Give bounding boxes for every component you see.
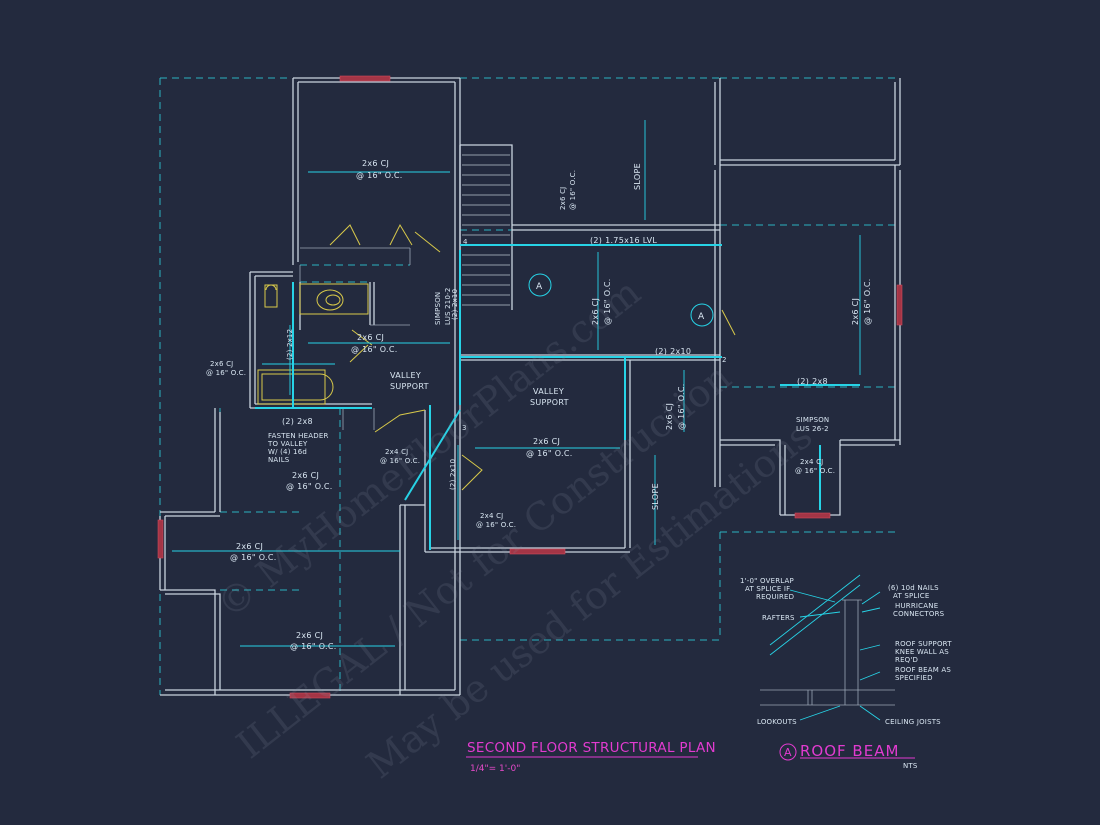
cj-hall2-2: @ 16" O.C. [351, 345, 398, 354]
cj-2x4-c2: @ 16" O.C. [795, 467, 835, 475]
callout-a-left: A [536, 282, 543, 292]
lookouts: LOOKOUTS [757, 718, 797, 726]
detail-letter: A [784, 746, 792, 759]
walls [159, 77, 901, 696]
hurricane-1: HURRICANE [895, 602, 938, 610]
simpson-right-1: SIMPSON [796, 416, 829, 424]
cj-mid-v-2: @ 16" O.C. [603, 278, 612, 325]
hdr-2x8-b: (2) 2x8 [797, 377, 828, 386]
plan-scale: 1/4"= 1'-0" [470, 764, 520, 774]
beams [255, 244, 860, 550]
cj-2x4-a1: 2x4 CJ [385, 448, 408, 456]
knee-3: REQ'D [895, 656, 918, 664]
cj-2x6-left-2: @ 16" O.C. [286, 482, 333, 491]
lvl-label: (2) 1.75x16 LVL [590, 236, 657, 245]
nails-2: AT SPLICE [893, 592, 930, 600]
valley-support-2b: SUPPORT [530, 398, 569, 407]
cj-2x4-a2: @ 16" O.C. [380, 457, 420, 465]
fasten-4: NAILS [268, 456, 290, 464]
fasten-3: W/ (4) 16d [268, 448, 307, 456]
simpson-left-1: SIMPSON [434, 292, 442, 325]
cj-2x4-b2: @ 16" O.C. [476, 521, 516, 529]
post-2: 2 [722, 356, 727, 364]
beam-2: SPECIFIED [895, 674, 933, 682]
cj-2x6-left-1: 2x6 CJ [292, 471, 319, 480]
cj-hall-v-1: 2x6 CJ [665, 403, 674, 430]
hdr-2x10-a: (2) 2x10 [451, 289, 459, 320]
stair [462, 154, 510, 306]
cj-right-v-2: @ 16" O.C. [863, 278, 872, 325]
annotations: 2x6 CJ @ 16" O.C. (2) 1.75x16 LVL SLOPE … [206, 159, 872, 651]
overlap-1: 1'-0" OVERLAP [740, 577, 794, 585]
rafters: RAFTERS [762, 614, 795, 622]
cj-2x4-b1: 2x4 CJ [480, 512, 503, 520]
slope-label-top: SLOPE [633, 163, 642, 190]
fasten-1: FASTEN HEADER [268, 432, 329, 440]
valley-support-1b: SUPPORT [390, 382, 429, 391]
cj-bath-2: @ 16" O.C. [206, 369, 246, 377]
knee-2: KNEE WALL AS [895, 648, 949, 656]
plan-title: SECOND FLOOR STRUCTURAL PLAN 1/4"= 1'-0" [466, 740, 716, 774]
cj-hall-v-2: @ 16" O.C. [677, 383, 686, 430]
simpson-left-2: LUS 210-2 [444, 288, 452, 325]
hdr-2x10-c: (2) 2x10 [449, 459, 457, 490]
section-callouts [528, 273, 714, 327]
fasten-2: TO VALLEY [267, 440, 308, 448]
callout-a-right: A [698, 312, 705, 322]
cj-2x6-mid-2: @ 16" O.C. [526, 449, 573, 458]
knee-1: ROOF SUPPORT [895, 640, 952, 648]
overlap-3: REQUIRED [756, 593, 794, 601]
beam-1: ROOF BEAM AS [895, 666, 951, 674]
watermark: © MyHomeFloorPlans.com ILLEGAL / Not for… [208, 270, 820, 787]
hdr-2x10-b: (2) 2x10 [655, 347, 691, 356]
plan-title-text: SECOND FLOOR STRUCTURAL PLAN [467, 740, 716, 756]
cj-bath-1: 2x6 CJ [210, 360, 233, 368]
detail-nts: NTS [903, 762, 918, 770]
overlap-2: AT SPLICE IF [745, 585, 790, 593]
post-4: 4 [463, 238, 468, 246]
cj-hall2-1: 2x6 CJ [357, 333, 384, 342]
cj-label-top-2: @ 16" O.C. [356, 171, 403, 180]
cj-mid-v-1: 2x6 CJ [591, 298, 600, 325]
cj-vert-2: @ 16" O.C. [569, 170, 577, 210]
cj-label-top-1: 2x6 CJ [362, 159, 389, 168]
doors [257, 223, 736, 491]
cj-2x6-big-1: 2x6 CJ [236, 542, 263, 551]
windows [157, 75, 903, 699]
valley-support-2a: VALLEY [533, 387, 564, 396]
valley-support-1a: VALLEY [390, 371, 421, 380]
nails-1: (6) 10d NAILS [888, 584, 939, 592]
detail-title: ROOF BEAM [800, 742, 899, 760]
cj-2x6-bot-2: @ 16" O.C. [290, 642, 337, 651]
roof-beam-detail [760, 574, 915, 761]
cj-2x4-c1: 2x4 CJ [800, 458, 823, 466]
cj-2x6-mid-1: 2x6 CJ [533, 437, 560, 446]
post-3: 3 [462, 424, 467, 432]
hurricane-2: CONNECTORS [893, 610, 945, 618]
slope-label-bottom: SLOPE [651, 483, 660, 510]
simpson-right-2: LUS 26-2 [796, 425, 829, 433]
hdr-2x8-a: (2) 2x8 [282, 417, 313, 426]
ceiling-joists: CEILING JOISTS [885, 718, 941, 726]
joist-arrows [172, 120, 861, 647]
cj-right-v-1: 2x6 CJ [851, 298, 860, 325]
detail-annotations: 1'-0" OVERLAP AT SPLICE IF REQUIRED (6) … [740, 577, 952, 770]
cj-2x6-big-2: @ 16" O.C. [230, 553, 277, 562]
cj-2x6-bot-1: 2x6 CJ [296, 631, 323, 640]
hdr-2x12: (2) 2x12 [286, 329, 294, 360]
cj-vert-1: 2x6 CJ [559, 187, 567, 210]
